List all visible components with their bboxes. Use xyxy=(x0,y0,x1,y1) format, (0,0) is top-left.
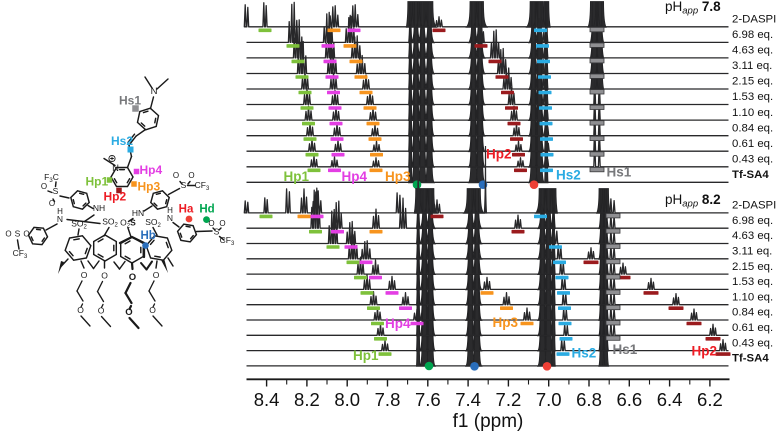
svg-text:7.6: 7.6 xyxy=(415,389,441,410)
svg-text:CF3: CF3 xyxy=(220,235,235,247)
svg-text:Hs2: Hs2 xyxy=(556,168,581,183)
svg-text:O: O xyxy=(129,272,136,283)
svg-text:Hs1: Hs1 xyxy=(613,342,638,357)
svg-text:4.63 eq.: 4.63 eq. xyxy=(732,230,773,242)
svg-text:Hp3: Hp3 xyxy=(385,169,411,184)
svg-text:7.8: 7.8 xyxy=(375,389,401,410)
svg-text:Hs1: Hs1 xyxy=(119,94,141,108)
svg-text:N: N xyxy=(112,163,119,174)
svg-text:O2S: O2S xyxy=(120,218,136,230)
svg-text:Hs1: Hs1 xyxy=(607,165,632,180)
svg-text:Hs2: Hs2 xyxy=(572,346,597,361)
svg-text:7.4: 7.4 xyxy=(455,389,481,410)
svg-text:2.15 eq.: 2.15 eq. xyxy=(732,261,773,273)
svg-text:0.43 eq.: 0.43 eq. xyxy=(732,154,773,166)
svg-text:6.8: 6.8 xyxy=(576,389,602,410)
svg-text:Hp2: Hp2 xyxy=(104,190,127,204)
svg-text:8.4: 8.4 xyxy=(254,389,280,410)
svg-text:O: O xyxy=(23,230,29,239)
svg-text:1.53 eq.: 1.53 eq. xyxy=(732,91,773,103)
svg-text:S: S xyxy=(53,186,59,196)
svg-text:F3C: F3C xyxy=(44,172,59,184)
svg-text:N: N xyxy=(57,214,63,224)
svg-text:0.84 eq.: 0.84 eq. xyxy=(732,307,773,319)
svg-text:O: O xyxy=(101,271,108,281)
svg-text:Tf-SA4: Tf-SA4 xyxy=(732,169,769,181)
svg-text:CF3: CF3 xyxy=(13,248,28,260)
svg-text:3.11 eq.: 3.11 eq. xyxy=(732,60,772,72)
svg-text:0.61 eq.: 0.61 eq. xyxy=(732,322,773,334)
svg-text:7.0: 7.0 xyxy=(536,389,562,410)
svg-text:Hp1: Hp1 xyxy=(353,348,379,363)
svg-text:Tf-SA4: Tf-SA4 xyxy=(732,353,769,365)
svg-text:7.2: 7.2 xyxy=(496,389,522,410)
svg-text:6.4: 6.4 xyxy=(657,389,683,410)
svg-text:N: N xyxy=(167,213,173,223)
svg-text:6.6: 6.6 xyxy=(616,389,642,410)
svg-text:N: N xyxy=(151,86,158,97)
svg-text:Hp2: Hp2 xyxy=(486,147,512,162)
svg-text:SO2: SO2 xyxy=(71,219,87,231)
svg-text:HN: HN xyxy=(132,208,144,218)
svg-text:O: O xyxy=(49,199,55,208)
svg-text:O: O xyxy=(41,182,47,191)
svg-text:Hp2: Hp2 xyxy=(692,344,718,359)
svg-text:3.11 eq.: 3.11 eq. xyxy=(732,246,772,258)
svg-text:NH: NH xyxy=(93,203,105,213)
svg-text:SO2: SO2 xyxy=(145,217,161,229)
svg-text:Hp3: Hp3 xyxy=(493,315,519,330)
svg-text:0.43 eq.: 0.43 eq. xyxy=(732,337,773,349)
svg-text:O: O xyxy=(208,219,214,228)
svg-text:CF3: CF3 xyxy=(195,180,210,192)
svg-text:S: S xyxy=(15,229,21,239)
svg-text:8.2: 8.2 xyxy=(294,389,320,410)
svg-text:0.61 eq.: 0.61 eq. xyxy=(732,138,773,150)
svg-text:Hp1: Hp1 xyxy=(284,169,310,184)
svg-text:2-DASPI: 2-DASPI xyxy=(732,14,776,26)
svg-text:Hs2: Hs2 xyxy=(111,134,133,148)
svg-text:Hp4: Hp4 xyxy=(140,163,163,177)
svg-text:0.84 eq.: 0.84 eq. xyxy=(732,122,773,134)
svg-text:O: O xyxy=(5,230,11,239)
svg-text:O: O xyxy=(81,270,88,280)
svg-text:4.63 eq.: 4.63 eq. xyxy=(732,45,773,57)
svg-text:Hp4: Hp4 xyxy=(385,316,411,331)
svg-text:8.0: 8.0 xyxy=(334,389,360,410)
svg-text:pHapp 8.2: pHapp 8.2 xyxy=(665,192,721,210)
svg-text:O: O xyxy=(98,306,105,316)
svg-text:S: S xyxy=(181,180,187,190)
svg-text:O: O xyxy=(188,171,194,180)
svg-text:2.15 eq.: 2.15 eq. xyxy=(732,76,773,88)
svg-text:2-DASPI: 2-DASPI xyxy=(732,200,776,212)
svg-text:O: O xyxy=(219,219,225,228)
svg-text:O: O xyxy=(125,307,132,318)
svg-text:6.98 eq.: 6.98 eq. xyxy=(732,29,773,41)
svg-text:1.53 eq.: 1.53 eq. xyxy=(732,276,773,288)
svg-text:O: O xyxy=(77,305,84,315)
svg-text:S: S xyxy=(214,227,220,237)
svg-text:f1 (ppm): f1 (ppm) xyxy=(453,411,524,432)
svg-text:Hp3: Hp3 xyxy=(138,180,161,194)
svg-text:Hp4: Hp4 xyxy=(342,169,368,184)
svg-text:1.10 eq.: 1.10 eq. xyxy=(732,107,773,119)
svg-text:O: O xyxy=(173,171,179,180)
svg-text:SO2: SO2 xyxy=(102,217,118,229)
svg-text:Hp1: Hp1 xyxy=(86,175,109,189)
svg-text:6.2: 6.2 xyxy=(697,389,723,410)
svg-text:O: O xyxy=(149,305,156,315)
svg-text:Hb: Hb xyxy=(141,230,156,242)
svg-text:O: O xyxy=(153,270,160,280)
svg-text:H: H xyxy=(57,207,63,216)
svg-text:Hd: Hd xyxy=(199,204,214,216)
svg-text:6.98 eq.: 6.98 eq. xyxy=(732,215,773,227)
svg-text:Ha: Ha xyxy=(179,204,194,216)
svg-text:1.10 eq.: 1.10 eq. xyxy=(732,291,773,303)
svg-text:H: H xyxy=(167,206,173,215)
svg-text:pHapp 7.8: pHapp 7.8 xyxy=(665,0,721,17)
